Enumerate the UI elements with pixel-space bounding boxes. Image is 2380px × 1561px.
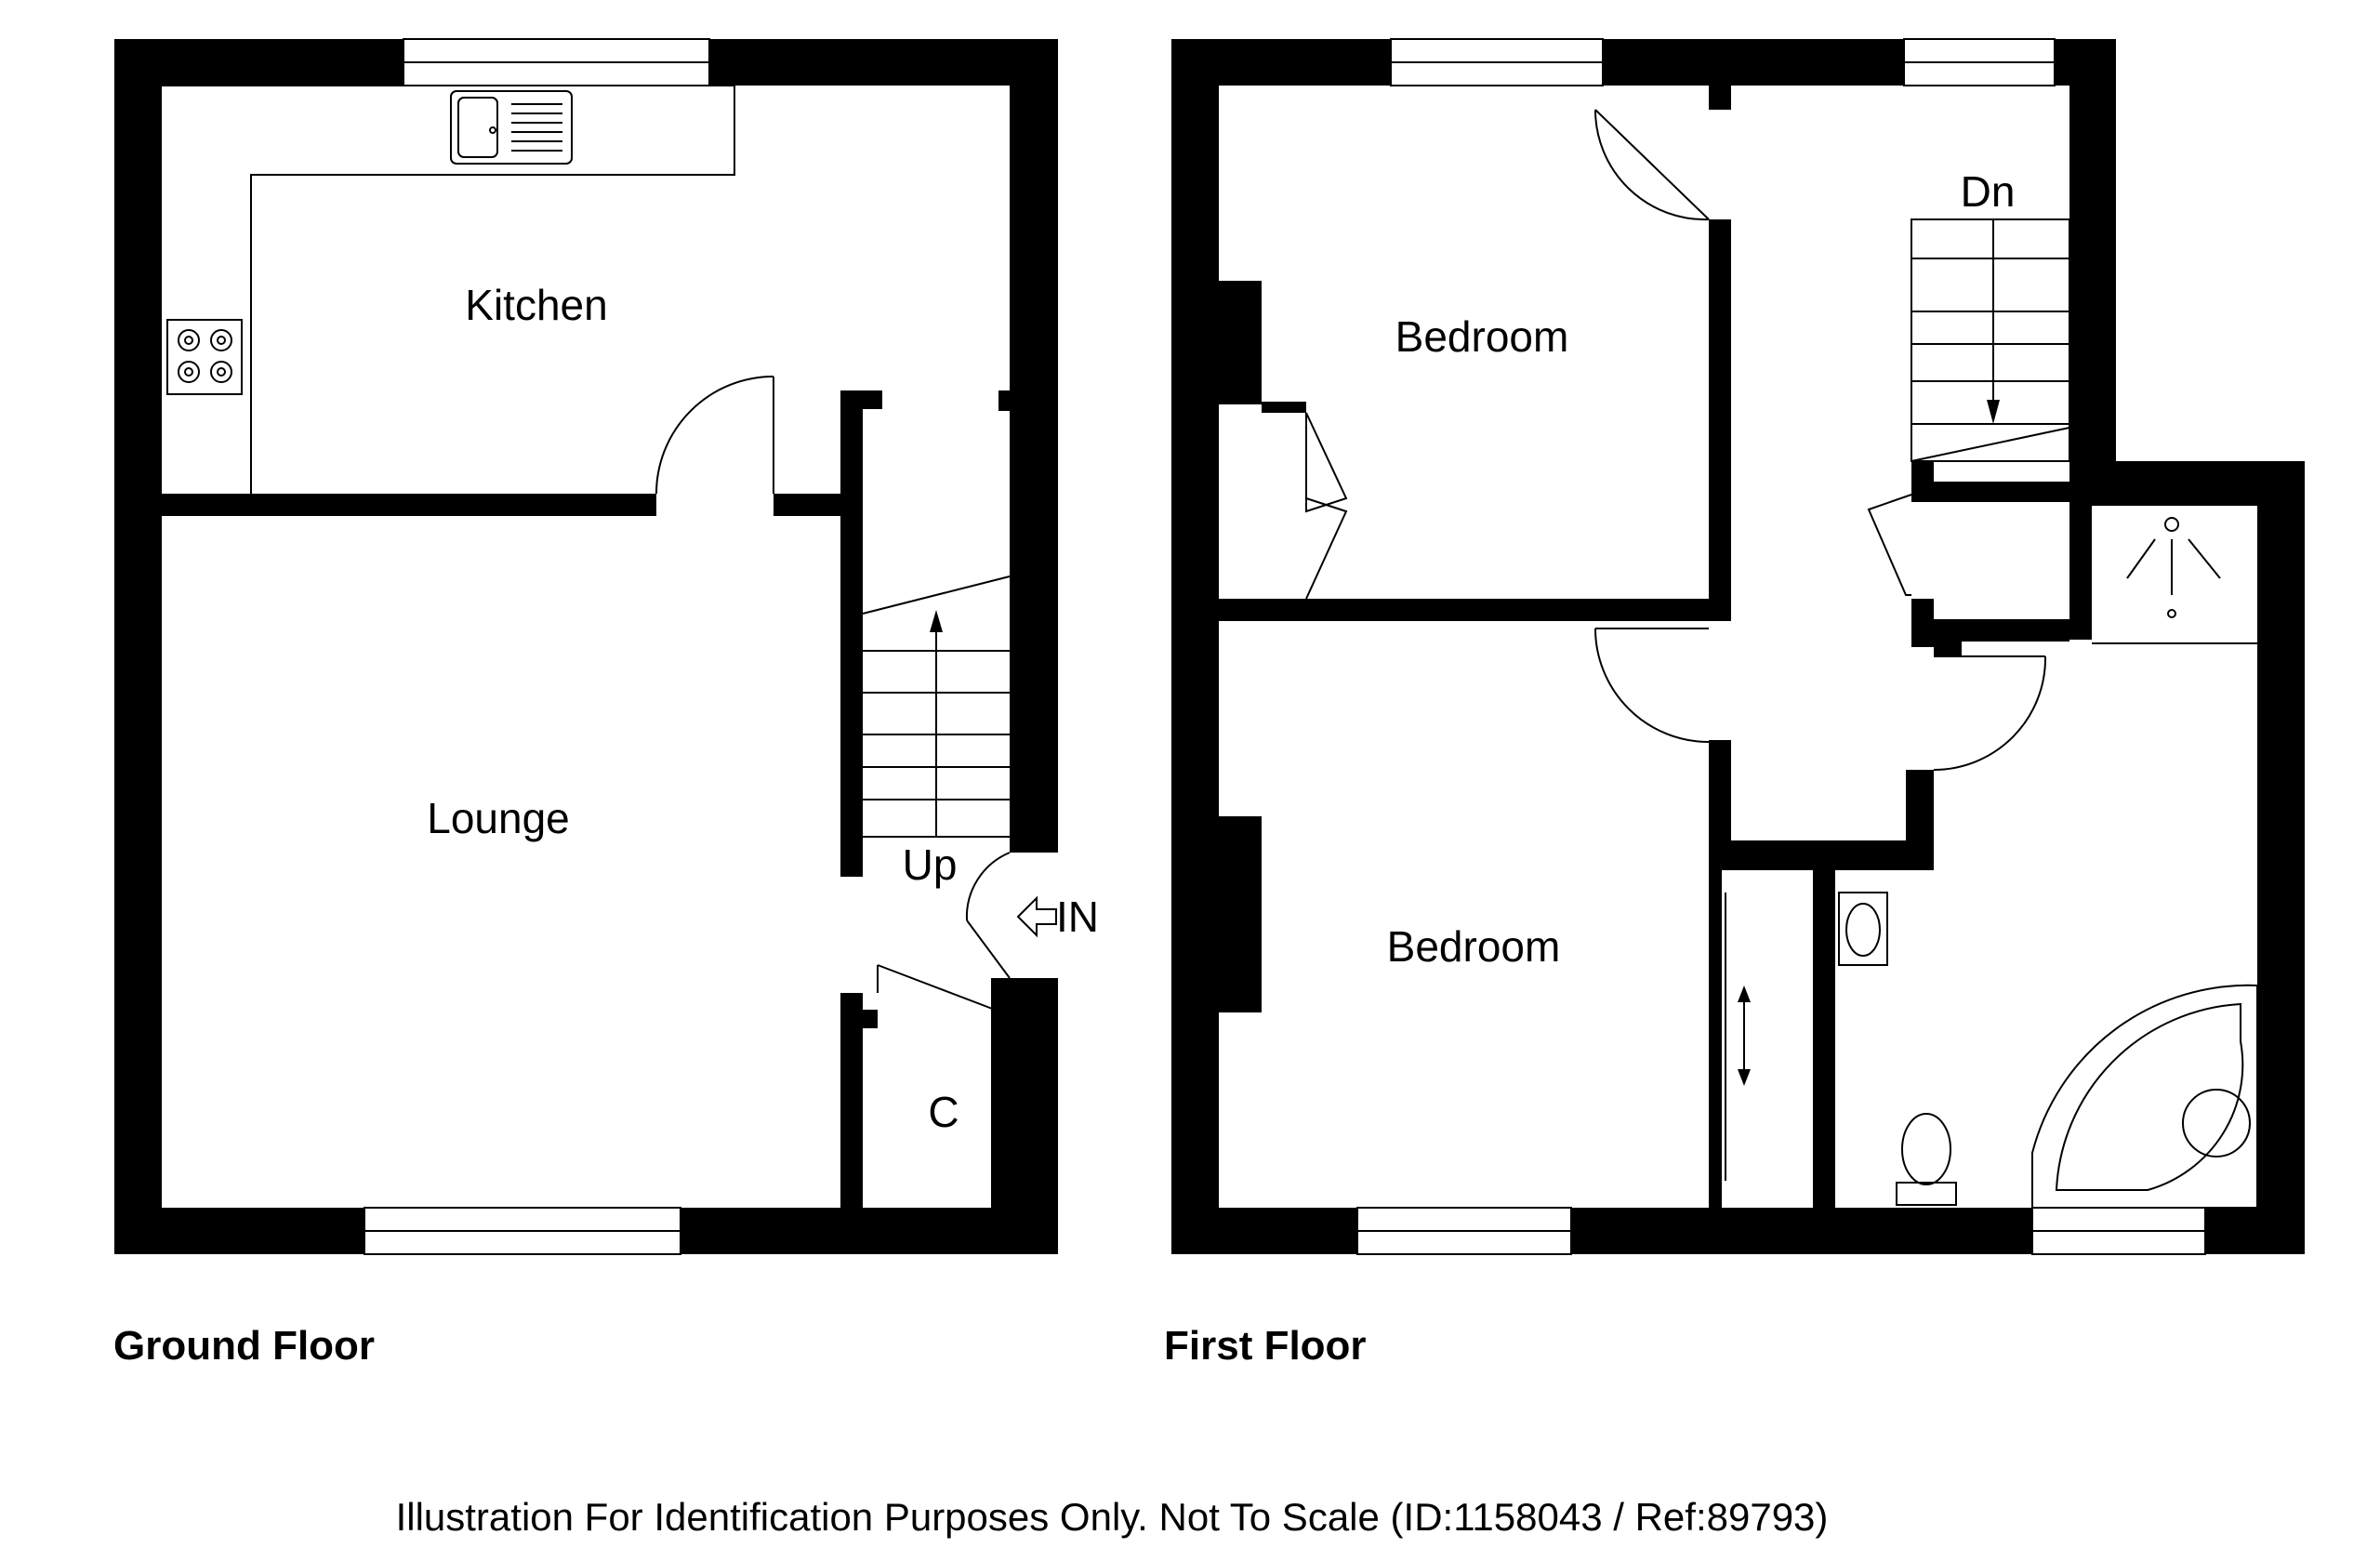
- ground-floor-plan: Kitchen Lounge C Up IN: [114, 38, 1099, 1255]
- front-door: [965, 852, 1011, 979]
- hob-icon: [166, 319, 243, 395]
- toilet-icon: [1896, 1113, 1957, 1206]
- stairs-down-icon: [1911, 218, 2070, 462]
- first-floor-label: First Floor: [1164, 1323, 1367, 1369]
- ground-floor-label: Ground Floor: [113, 1323, 375, 1369]
- wardrobe-doors: [1305, 412, 1348, 600]
- bedroom-1-label: Bedroom: [1395, 312, 1569, 361]
- cupboard-label: C: [928, 1088, 959, 1136]
- corner-bath-icon: [2031, 984, 2258, 1209]
- landing-window: [1903, 38, 2056, 86]
- bedroom-2-door: [1594, 628, 1710, 743]
- bedroom-2-label: Bedroom: [1387, 922, 1561, 971]
- disclaimer-footer: Illustration For Identification Purposes…: [396, 1495, 1829, 1539]
- lounge-window: [364, 1207, 681, 1255]
- kitchen-door: [655, 376, 774, 495]
- bedroom-window-top: [1390, 38, 1604, 86]
- bathroom-door: [1933, 655, 2047, 771]
- kitchen-window: [403, 38, 710, 86]
- sliding-wardrobe-icon: [1715, 893, 1751, 1181]
- lounge-label: Lounge: [427, 794, 570, 842]
- first-floor-plan: Bedroom Bedroom Dn: [1171, 38, 2305, 1255]
- entrance-label: IN: [1056, 893, 1099, 941]
- shower-icon: [2092, 517, 2257, 644]
- kitchen-label: Kitchen: [465, 281, 607, 329]
- sink-icon: [450, 90, 573, 165]
- stairs-down-label: Dn: [1961, 167, 2016, 216]
- bedroom-1-door: [1594, 109, 1710, 221]
- bedroom-window-bottom: [1356, 1207, 1572, 1255]
- landing-cupboard-door: [1867, 494, 1912, 596]
- entrance-arrow-icon: [1016, 895, 1057, 938]
- bathroom-window: [2031, 1207, 2206, 1255]
- cupboard-door: [877, 964, 996, 1011]
- stairs-up-label: Up: [903, 840, 958, 889]
- basin-icon: [1838, 892, 1888, 966]
- stairs-up-icon: [862, 575, 1011, 838]
